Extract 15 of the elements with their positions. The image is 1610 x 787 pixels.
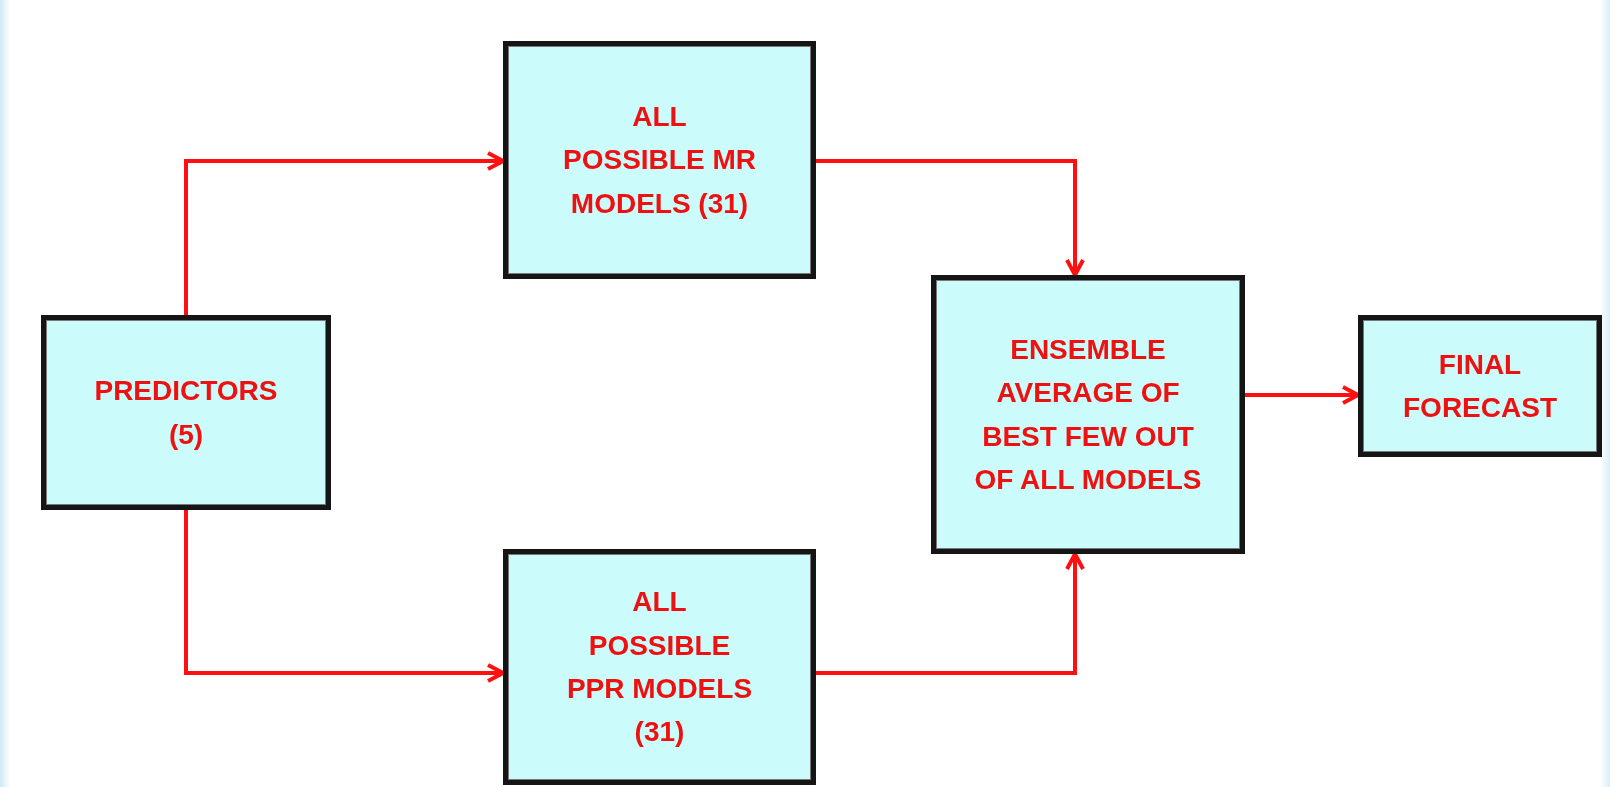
arrow: [1245, 385, 1360, 405]
box-label: PREDICTORS (5): [93, 374, 279, 452]
process-box: [503, 549, 816, 785]
box-label: ALL POSSIBLE PPR MODELS (31): [565, 585, 754, 750]
process-box: [41, 315, 331, 510]
box-label: ALL POSSIBLE MR MODELS (31): [562, 99, 757, 221]
box-label: FINAL FORECAST: [1402, 347, 1558, 425]
process-box: [931, 275, 1245, 554]
process-box: [1358, 315, 1602, 457]
arrow: [816, 552, 1085, 675]
arrow: [184, 510, 505, 683]
arrow: [184, 151, 505, 315]
box-label: ENSEMBLE AVERAGE OF BEST FEW OUT OF ALL MODELS: [973, 332, 1203, 497]
arrow: [816, 159, 1085, 277]
process-box: [503, 41, 816, 279]
